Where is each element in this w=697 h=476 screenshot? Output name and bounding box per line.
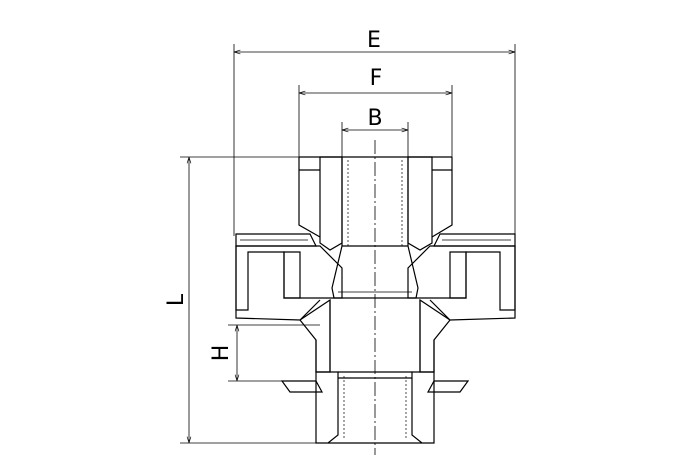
lower-body-right	[419, 298, 451, 373]
dimension-h-label: H	[209, 345, 234, 362]
union-nut-right	[407, 245, 516, 311]
dimension-b-label: B	[367, 106, 382, 131]
dimension-h: H	[209, 324, 320, 382]
dimension-f: F	[298, 66, 453, 160]
upper-neck-right-wall	[407, 156, 433, 251]
dimension-e-label: E	[367, 28, 381, 53]
outlet-right-wall	[411, 371, 435, 444]
lower-body-left	[299, 298, 331, 373]
dimension-l: L	[164, 156, 330, 444]
fitting-section-view	[235, 156, 516, 444]
dimension-f-label: F	[370, 66, 383, 91]
dimension-b: B	[341, 106, 409, 160]
upper-neck-left-wall	[319, 156, 343, 251]
outlet-left-wall	[315, 371, 339, 444]
dimension-l-label: L	[164, 293, 189, 306]
retaining-ring-right	[426, 380, 470, 393]
dimension-e: E	[233, 28, 516, 236]
union-nut-left	[235, 245, 343, 311]
retaining-ring-left	[280, 380, 324, 393]
